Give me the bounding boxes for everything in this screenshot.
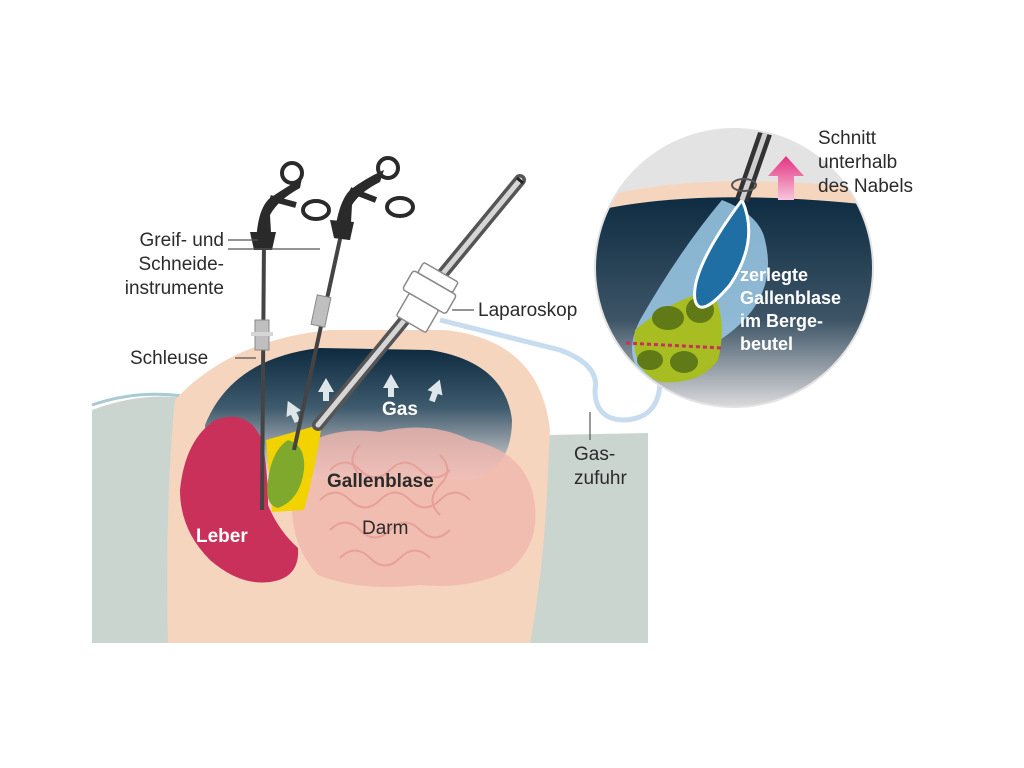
liver (180, 416, 299, 583)
gas-tube (439, 317, 663, 423)
gas-supply-label: Gas- zufuhr (574, 444, 627, 489)
grasping-instrument-2 (292, 156, 415, 451)
laparoscope-label: Laparoskop (478, 300, 578, 321)
gas-label: Gas (382, 399, 418, 420)
bag-label: zerlegte Gallenblase im Berge- beutel (740, 265, 842, 354)
leader-lines (228, 239, 591, 440)
bowel-label: Darm (362, 518, 409, 539)
instruments-label: Greif- und Schneide- instrumente (124, 230, 224, 299)
grasping-instrument-1 (250, 161, 331, 511)
gallbladder (267, 440, 305, 508)
liver-label: Leber (196, 526, 248, 547)
intestine (291, 427, 536, 588)
gas-flow-arrows (286, 374, 443, 424)
gallbladder-label: Gallenblase (327, 471, 434, 492)
sheath-label: Schleuse (130, 348, 209, 369)
detail-inset (594, 128, 874, 408)
laparoscope (312, 174, 526, 431)
incision-label: Schnitt unterhalb des Nabels (818, 128, 914, 197)
incision-arrow (768, 156, 804, 200)
